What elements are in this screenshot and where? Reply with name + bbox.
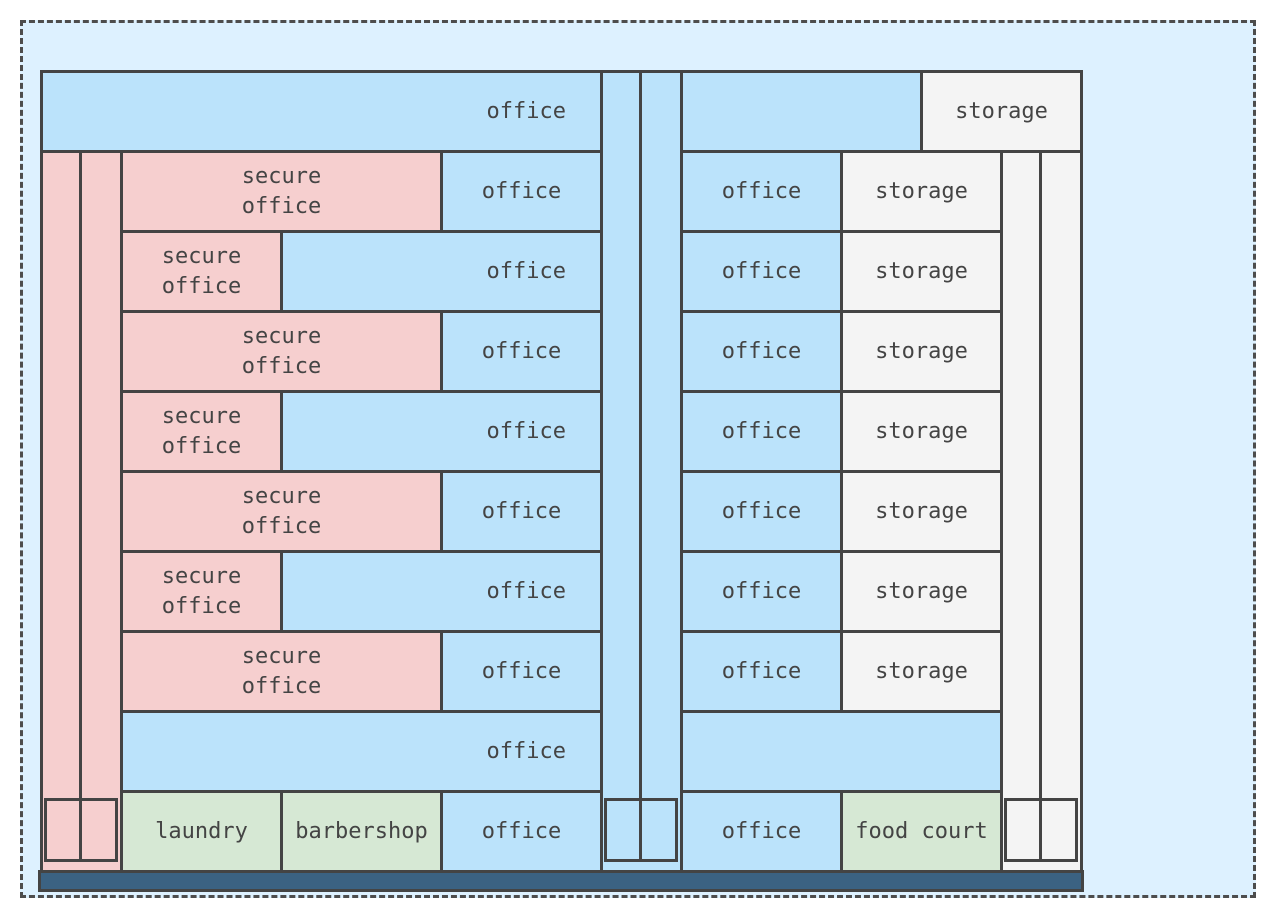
room-storage: storage — [840, 310, 1003, 393]
room-right-office: office — [680, 230, 843, 313]
room-secure-office: secure office — [120, 390, 283, 473]
room-top-right-blank — [680, 70, 923, 153]
foundation-strip — [38, 870, 1084, 892]
room-office: office — [440, 310, 603, 393]
room-office: office — [120, 710, 603, 793]
room-right-blank — [680, 710, 1003, 793]
left-corridor-divider — [79, 150, 82, 800]
room-storage: storage — [840, 550, 1003, 633]
room-storage: storage — [840, 390, 1003, 473]
room-secure-office: secure office — [120, 310, 443, 393]
room-office: office — [440, 790, 603, 873]
room-secure-office: secure office — [120, 230, 283, 313]
right-corridor-divider — [1039, 150, 1042, 800]
room-secure-office: secure office — [120, 550, 283, 633]
right-stair-divider — [1039, 798, 1042, 862]
room-storage: storage — [840, 470, 1003, 553]
center-corridor-divider — [639, 70, 642, 800]
room-top-office: office — [40, 70, 603, 153]
room-right-office: office — [680, 310, 843, 393]
room-office: office — [440, 630, 603, 713]
room-storage: storage — [840, 630, 1003, 713]
room-office: office — [440, 150, 603, 233]
left-stair-divider — [79, 798, 82, 862]
center-stair-divider — [639, 798, 642, 862]
room-top-storage: storage — [920, 70, 1083, 153]
room-laundry: laundry — [120, 790, 283, 873]
room-right-office: office — [680, 630, 843, 713]
room-secure-office: secure office — [120, 150, 443, 233]
room-right-office: office — [680, 550, 843, 633]
room-office: office — [440, 470, 603, 553]
room-office: office — [280, 550, 603, 633]
room-office: office — [280, 390, 603, 473]
room-secure-office: secure office — [120, 470, 443, 553]
room-right-office: office — [680, 470, 843, 553]
room-storage: storage — [840, 230, 1003, 313]
room-right-office: office — [680, 790, 843, 873]
room-barbershop: barbershop — [280, 790, 443, 873]
room-right-office: office — [680, 390, 843, 473]
room-office: office — [280, 230, 603, 313]
room-right-office: office — [680, 150, 843, 233]
room-storage: storage — [840, 150, 1003, 233]
room-secure-office: secure office — [120, 630, 443, 713]
room-food-court: food court — [840, 790, 1003, 873]
